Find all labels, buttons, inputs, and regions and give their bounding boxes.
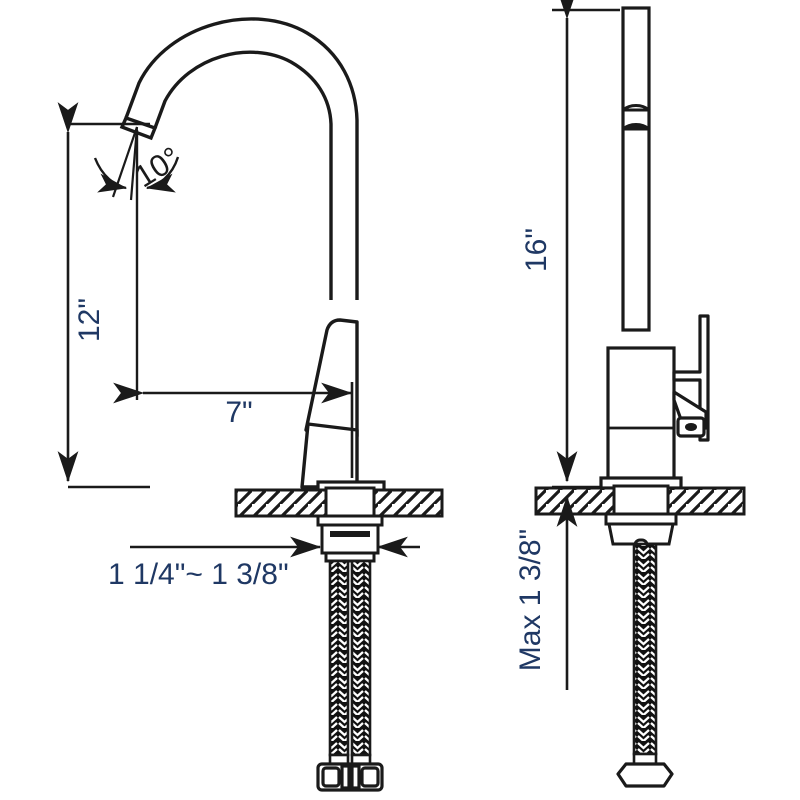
dimension-reach-7in: 7" xyxy=(113,130,359,430)
hose-nut-side xyxy=(616,762,674,788)
supply-hose-side xyxy=(632,542,658,766)
mounting-shank-front xyxy=(316,514,384,563)
side-view: 16" Max 1 3/8" xyxy=(514,0,746,788)
faucet-body-front xyxy=(300,318,359,489)
countertop-front xyxy=(234,486,444,520)
dimension-label-max-deck: Max 1 3/8" xyxy=(514,529,547,671)
handle-lever-side xyxy=(672,314,710,442)
dimension-height-12in: 12" xyxy=(57,102,150,489)
angle-arc-right xyxy=(145,156,180,193)
faucet-body-side xyxy=(606,346,676,484)
angle-arc-left xyxy=(93,157,128,193)
front-view: 12" 7" 10° 1 1/4"~ 1 3/8" xyxy=(57,17,444,792)
spout-tube-side xyxy=(621,6,651,332)
dimension-mounting-hole: 1 1/4"~ 1 3/8" xyxy=(108,536,420,591)
dimension-label-mounting-hole: 1 1/4"~ 1 3/8" xyxy=(108,558,289,591)
dimension-label-height-front: 12" xyxy=(73,298,106,342)
hose-connector-front xyxy=(316,762,384,792)
dimension-height-16in: 16" xyxy=(520,0,620,489)
spout-gooseneck xyxy=(124,17,359,300)
dimension-label-reach: 7" xyxy=(225,396,252,429)
angle-ref-line-vertical xyxy=(129,126,139,201)
dimension-label-height-side: 16" xyxy=(520,228,553,272)
dimension-max-deck-thickness: Max 1 3/8" xyxy=(514,495,578,690)
